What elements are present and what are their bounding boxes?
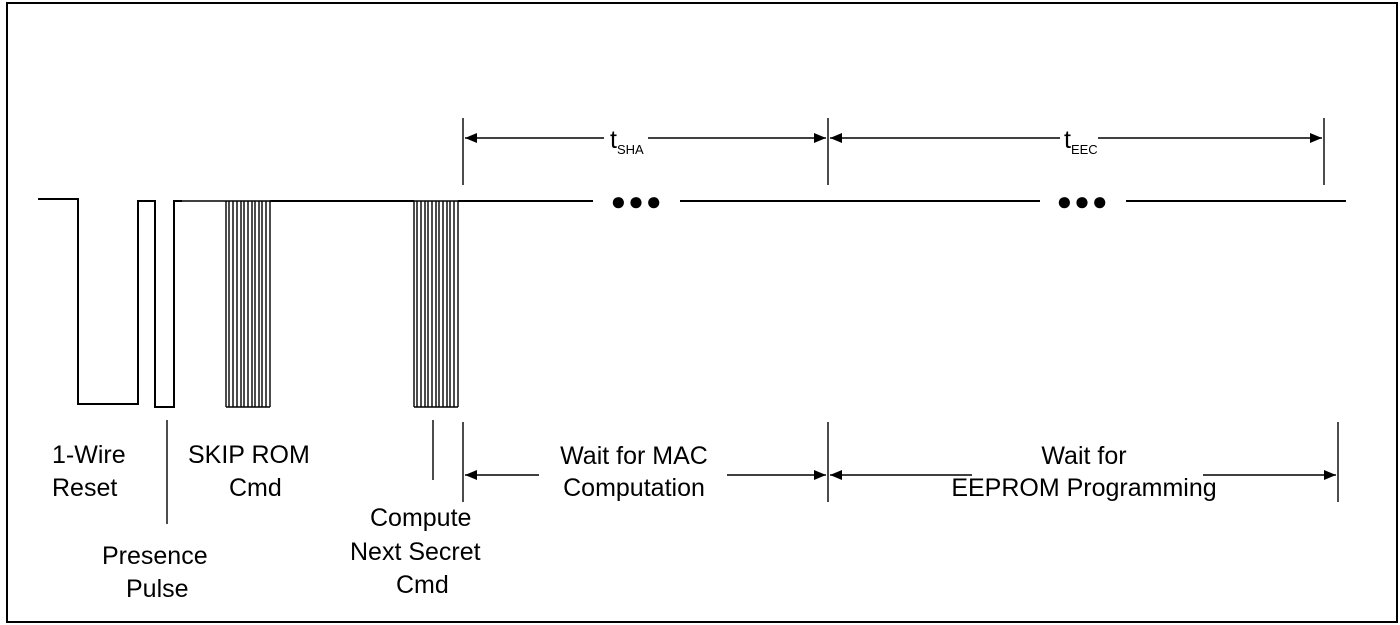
timing-markers — [166, 118, 1339, 524]
eeprom-label-line1: Wait for — [1041, 442, 1126, 470]
timing-diagram-frame: ●●● ●●● tSHA tEEC Wait for MAC Computati… — [6, 2, 1398, 623]
ellipsis-1: ●●● — [610, 186, 663, 216]
eeprom-label-line2: EEPROM Programming — [951, 474, 1216, 502]
compute-label-line1: Compute — [370, 504, 471, 532]
reset-presence-waveform — [38, 198, 182, 408]
mac-label-line2: Computation — [563, 474, 705, 502]
skiprom-label-line1: SKIP ROM — [188, 441, 310, 469]
presence-label-line2: Pulse — [126, 575, 189, 603]
presence-label-line1: Presence — [102, 542, 208, 570]
diagram-border — [6, 2, 1398, 623]
ellipsis-2: ●●● — [1056, 186, 1109, 216]
mac-label-line1: Wait for MAC — [560, 442, 708, 470]
compute-next-secret-bit-slots — [413, 200, 459, 408]
compute-label-line3: Cmd — [396, 571, 449, 599]
skiprom-label-line2: Cmd — [229, 474, 282, 502]
timing-diagram: ●●● ●●● tSHA tEEC Wait for MAC Computati… — [6, 2, 1398, 623]
skip-rom-bit-slots — [182, 200, 271, 408]
reset-label-line1: 1-Wire — [52, 441, 126, 469]
compute-label-line2: Next Secret — [350, 538, 481, 566]
teec-label: tEEC — [1064, 126, 1098, 157]
reset-label-line2: Reset — [52, 474, 117, 502]
tsha-label: tSHA — [610, 126, 644, 157]
